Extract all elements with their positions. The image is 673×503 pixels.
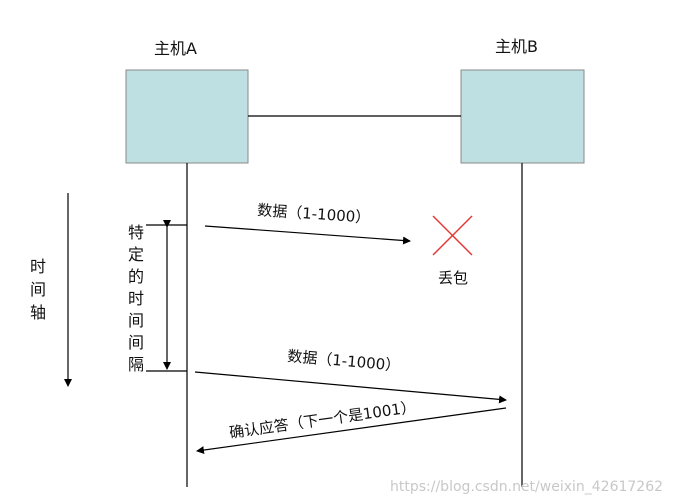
first-data-arrow <box>204 225 411 245</box>
timeline-char-1: 时 <box>30 257 46 276</box>
host-b-label: 主机B <box>495 37 538 56</box>
interval-char-6: 间 <box>128 333 144 352</box>
ack-arrow <box>196 407 507 454</box>
host-a-box <box>125 69 249 164</box>
loss-x-line-2 <box>432 215 473 256</box>
ack-label: 确认应答（下一个是1001） <box>228 398 417 442</box>
first-data-label: 数据（1-1000） <box>257 201 371 227</box>
interval-char-2: 定 <box>128 245 144 264</box>
host-b-box <box>460 69 585 164</box>
interval-char-5: 间 <box>128 311 144 330</box>
timeline-char-2: 间 <box>30 280 46 299</box>
interval-char-3: 的 <box>128 267 144 286</box>
watermark-text: https://blog.csdn.net/weixin_42617262 <box>390 479 663 495</box>
interval-char-7: 隔 <box>128 355 144 374</box>
lost-packet-label: 丢包 <box>438 269 468 287</box>
second-data-arrow <box>194 371 507 404</box>
interval-char-1: 特 <box>128 223 144 242</box>
second-data-label: 数据（1-1000） <box>287 347 401 375</box>
host-a-label: 主机A <box>154 39 197 58</box>
timeline-char-3: 轴 <box>30 303 46 322</box>
interval-char-4: 时 <box>128 289 144 308</box>
